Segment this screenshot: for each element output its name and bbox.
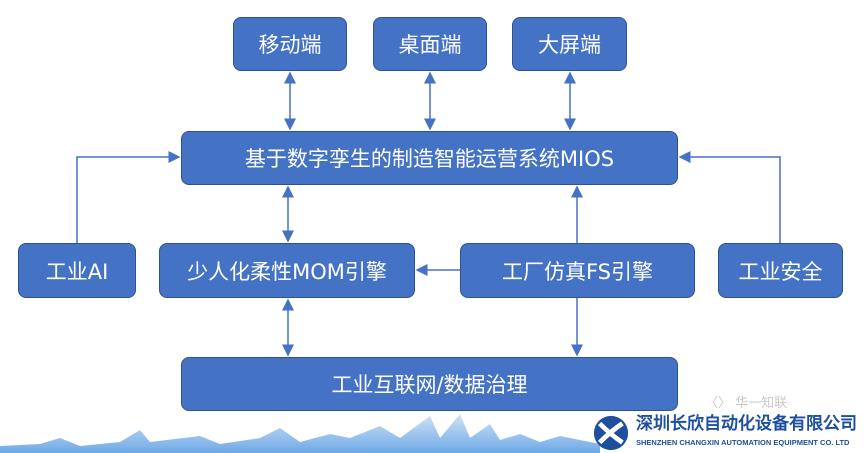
industrial-security: 工业安全 <box>718 243 843 298</box>
company-logo: 深圳长欣自动化设备有限公司 SHENZHEN CHANGXIN AUTOMATI… <box>592 414 864 453</box>
client-mobile: 移动端 <box>233 17 347 71</box>
watermark-text: 〈〉 华一知联 <box>705 396 788 411</box>
fs-engine: 工厂仿真FS引擎 <box>460 243 695 298</box>
arrow-ai-mios <box>76 151 181 243</box>
logo-chinese-name: 深圳长欣自动化设备有限公司 <box>636 414 857 434</box>
mom-engine: 少人化柔性MOM引擎 <box>159 243 415 298</box>
foundation-layer: 工业互联网/数据治理 <box>181 357 678 411</box>
logo-english-name: SHENZHEN CHANGXIN AUTOMATION EQUIPMENT C… <box>636 438 850 447</box>
arrow-security-mios <box>678 151 781 243</box>
industrial-ai: 工业AI <box>18 243 136 298</box>
client-desktop: 桌面端 <box>373 17 487 71</box>
logo-icon <box>593 415 629 451</box>
client-bigscreen: 大屏端 <box>512 17 627 71</box>
mios-platform: 基于数字孪生的制造智能运营系统MIOS <box>181 131 678 185</box>
skyline-decoration <box>0 414 600 453</box>
